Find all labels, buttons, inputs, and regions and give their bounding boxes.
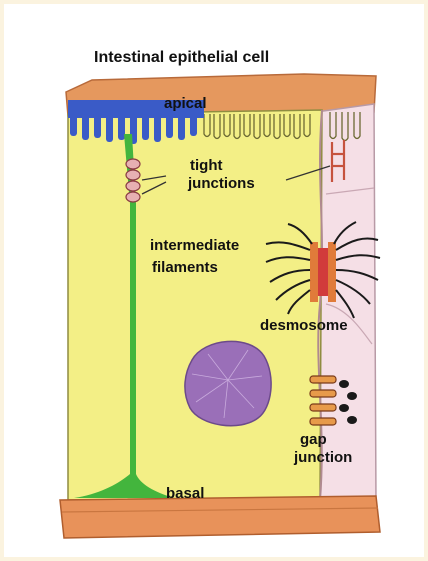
- cell-diagram: [4, 4, 424, 557]
- figure-frame: Intestinal epithelial cell apical tight …: [4, 4, 424, 557]
- label-gap: gap: [300, 432, 327, 448]
- label-basal: basal: [166, 486, 204, 502]
- label-desmosome: desmosome: [260, 318, 348, 334]
- label-apical: apical: [164, 96, 207, 112]
- label-junction: junction: [294, 450, 352, 466]
- label-filaments: filaments: [152, 260, 218, 276]
- label-tight: tight: [190, 158, 222, 174]
- basement-membrane: [60, 496, 380, 538]
- nucleus: [185, 341, 271, 425]
- label-intermediate: intermediate: [150, 238, 239, 254]
- desmosome: [310, 242, 336, 302]
- label-junctions: junctions: [188, 176, 255, 192]
- diagram-title: Intestinal epithelial cell: [94, 50, 269, 66]
